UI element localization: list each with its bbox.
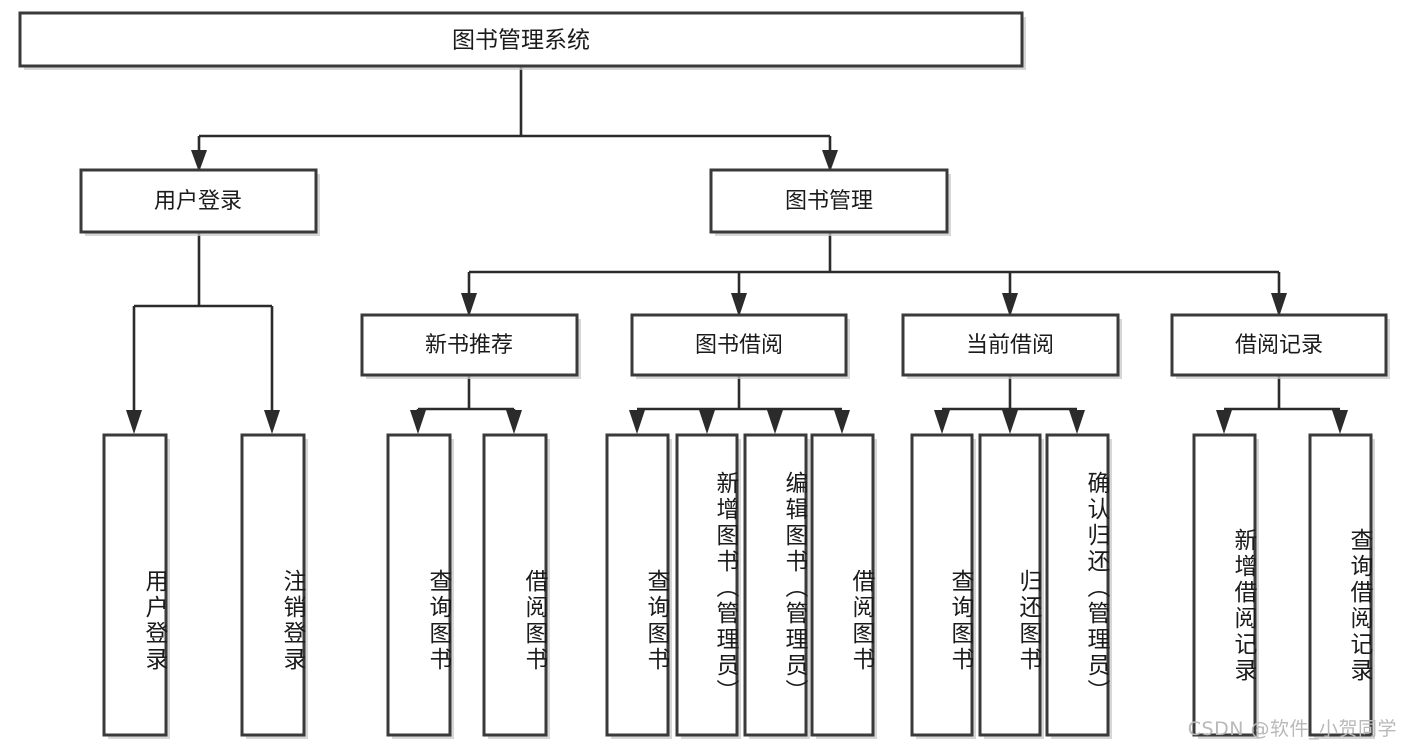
arrow-to-book-borrow	[731, 293, 747, 317]
node-borrow-record-label: 借阅记录	[1235, 333, 1323, 358]
node-borrow-record[interactable]	[1170, 313, 1388, 377]
arrow-to-leaf-confirm-return	[1069, 410, 1085, 434]
node-book-management-label: 图书管理	[785, 189, 873, 214]
arrow-to-leaf-user-login	[126, 410, 142, 434]
arrow-to-leaf-borrow-book-1	[506, 410, 522, 434]
arrow-to-leaf-logout-login	[264, 410, 280, 434]
node-user-login-label: 用户登录	[154, 189, 242, 214]
node-user-login[interactable]	[79, 168, 318, 234]
node-leaf-query-book-1[interactable]	[386, 433, 452, 737]
node-current-borrow[interactable]	[901, 313, 1120, 377]
arrow-to-borrow-record	[1271, 293, 1287, 317]
node-book-borrow[interactable]	[630, 313, 848, 377]
node-leaf-add-record[interactable]	[1192, 433, 1257, 737]
node-root[interactable]	[18, 11, 1024, 68]
arrow-to-user-login	[191, 150, 207, 172]
node-leaf-confirm-return[interactable]	[1045, 433, 1110, 737]
node-book-borrow-label: 图书借阅	[695, 333, 783, 358]
node-leaf-return-book[interactable]	[978, 433, 1042, 737]
arrow-to-book-management	[822, 150, 838, 172]
csdn-watermark: CSDN @软件_小贺同学	[1187, 718, 1397, 740]
node-book-management[interactable]	[709, 168, 949, 234]
arrow-to-leaf-add-record	[1216, 410, 1232, 434]
arrow-to-leaf-add-book	[699, 410, 715, 434]
arrow-to-leaf-query-book-3	[934, 410, 950, 434]
node-root-label: 图书管理系统	[452, 28, 590, 54]
node-leaf-query-book-3[interactable]	[910, 433, 974, 737]
node-new-book-recommend[interactable]	[360, 313, 579, 377]
node-leaf-user-login[interactable]	[102, 433, 168, 737]
arrow-to-leaf-query-book-2	[629, 410, 645, 434]
arrow-to-current-borrow	[1002, 293, 1018, 317]
arrow-to-leaf-edit-book	[767, 410, 783, 434]
node-leaf-add-book[interactable]	[675, 433, 739, 737]
node-new-book-recommend-label: 新书推荐	[425, 333, 513, 358]
arrow-to-new-book-recommend	[461, 293, 477, 317]
node-leaf-query-book-2[interactable]	[605, 433, 670, 737]
arrow-to-leaf-borrow-book-2	[834, 410, 850, 434]
node-current-borrow-label: 当前借阅	[966, 333, 1054, 358]
arrow-to-leaf-query-book-1	[410, 410, 426, 434]
arrow-to-leaf-return-book	[1002, 410, 1018, 434]
node-leaf-borrow-book-1[interactable]	[482, 433, 548, 737]
arrow-to-leaf-query-record	[1332, 410, 1348, 434]
node-leaf-query-record[interactable]	[1308, 433, 1373, 737]
edge-layer	[126, 66, 1348, 434]
node-leaf-borrow-book-2[interactable]	[810, 433, 875, 737]
node-leaf-edit-book[interactable]	[743, 433, 808, 737]
node-leaf-logout-login[interactable]	[240, 433, 306, 737]
node-layer: 图书管理系统 用户登录 图书管理 新书推荐 图书借阅 当前借阅 借阅记录	[18, 11, 1390, 739]
